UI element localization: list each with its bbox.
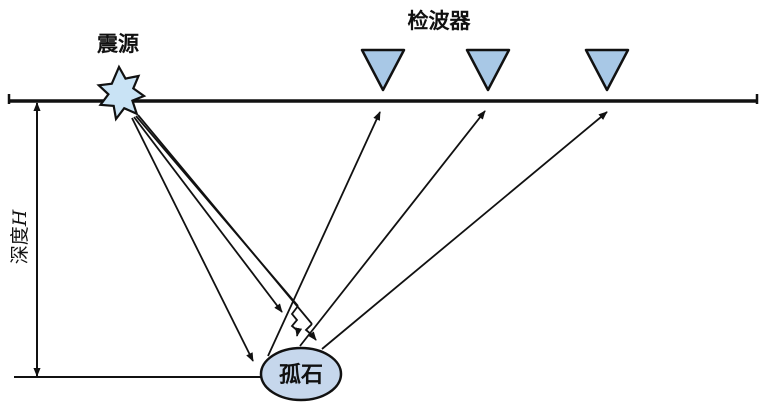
inverted-triangle-icon bbox=[465, 48, 511, 92]
inverted-triangle-icon bbox=[584, 48, 630, 92]
star-burst-icon bbox=[96, 64, 147, 122]
depth-label-prefix: 深度 bbox=[9, 226, 31, 264]
incident-ray-2 bbox=[133, 116, 283, 313]
depth-label-variable: H bbox=[9, 209, 31, 227]
diffraction-kink-2 bbox=[304, 323, 317, 341]
depth-label: 深度H bbox=[9, 209, 31, 264]
reflected-ray-2 bbox=[299, 110, 486, 347]
incident-ray-1 bbox=[131, 117, 254, 362]
inverted-triangle-icon bbox=[360, 48, 406, 92]
boulder-shape bbox=[259, 346, 343, 402]
boulder-label: 孤石 bbox=[279, 362, 323, 388]
source-label: 震源 bbox=[97, 32, 139, 56]
receivers-label: 检波器 bbox=[408, 9, 472, 33]
incident-ray-4 bbox=[137, 114, 313, 325]
diffraction-kink-1 bbox=[290, 305, 303, 337]
reflected-ray-1 bbox=[267, 111, 381, 357]
reflected-ray-3 bbox=[321, 111, 608, 350]
